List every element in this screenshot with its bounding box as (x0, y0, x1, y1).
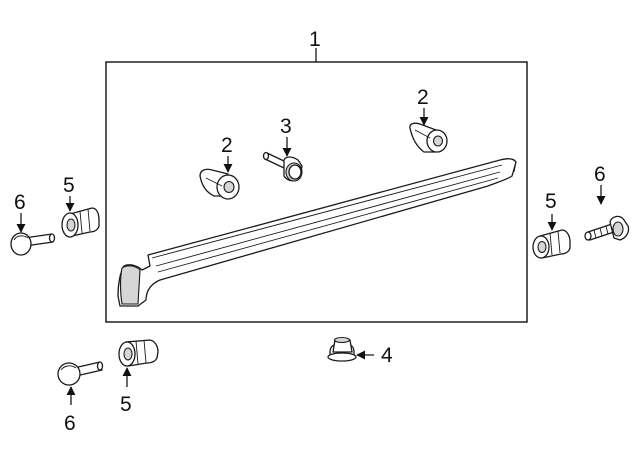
grommet-5-bottom-part (118, 339, 159, 367)
callout-6-bottom-label: 6 (64, 412, 76, 435)
callout-5-left-label: 5 (63, 174, 75, 197)
callout-6-right-label: 6 (594, 163, 606, 186)
grommet-5-left-part (61, 207, 100, 238)
clip-2-right-part (409, 122, 448, 153)
clip-2-left-part (199, 168, 240, 200)
callout-2-left-label: 2 (221, 134, 233, 157)
callout-2-right-label: 2 (417, 86, 429, 109)
screw-6-right-part (584, 215, 630, 241)
callout-3-label: 3 (280, 115, 292, 138)
callout-1-label: 1 (309, 28, 321, 51)
callout-6-left-label: 6 (14, 191, 26, 214)
rocker-moulding-part (117, 158, 517, 307)
callout-5-right-label: 5 (545, 190, 557, 213)
grommet-5-right-part (532, 229, 571, 259)
nut-4-part (327, 336, 357, 362)
screw-6-left-part (10, 232, 56, 256)
screw-6-bottom-part (57, 361, 104, 386)
callout-4-label: 4 (381, 344, 393, 367)
callout-5-bottom-label: 5 (120, 393, 132, 416)
pin-3-part (262, 151, 303, 182)
